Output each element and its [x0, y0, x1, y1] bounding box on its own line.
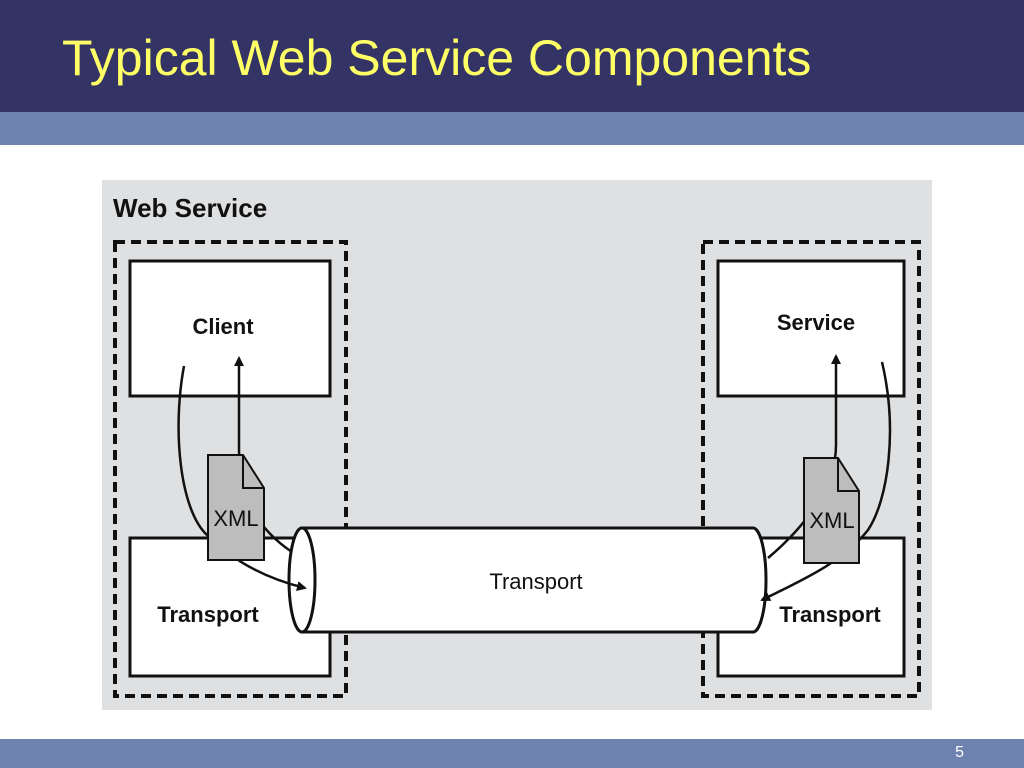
client-side-boundary [113, 240, 348, 698]
client-box [128, 259, 332, 398]
title-accent-band [0, 112, 1024, 145]
slide-title: Typical Web Service Components [62, 30, 812, 86]
service-xml-document [803, 457, 860, 564]
service-label: Service [777, 310, 855, 335]
transport-pipe [287, 526, 768, 634]
service-to-transport-arrow [760, 361, 892, 602]
client-to-transport-arrow [177, 365, 307, 591]
web-service-diagram: Web Service Client Service Transport Tra… [102, 180, 932, 710]
service-xml-label: XML [809, 508, 854, 533]
title-bar: Typical Web Service Components [0, 0, 1024, 112]
transport-pipe-label: Transport [489, 569, 582, 594]
service-side-boundary [701, 240, 921, 698]
client-transport-label: Transport [157, 602, 259, 627]
client-xml-label: XML [213, 506, 258, 531]
client-label: Client [192, 314, 254, 339]
footer-bar: 5 [0, 739, 1024, 768]
page-number: 5 [955, 744, 964, 761]
client-xml-document [207, 454, 265, 561]
service-transport-label: Transport [779, 602, 881, 627]
diagram-canvas: Web Service Client Service Transport Tra… [102, 180, 932, 710]
service-box [716, 259, 906, 398]
diagram-heading: Web Service [113, 193, 267, 223]
